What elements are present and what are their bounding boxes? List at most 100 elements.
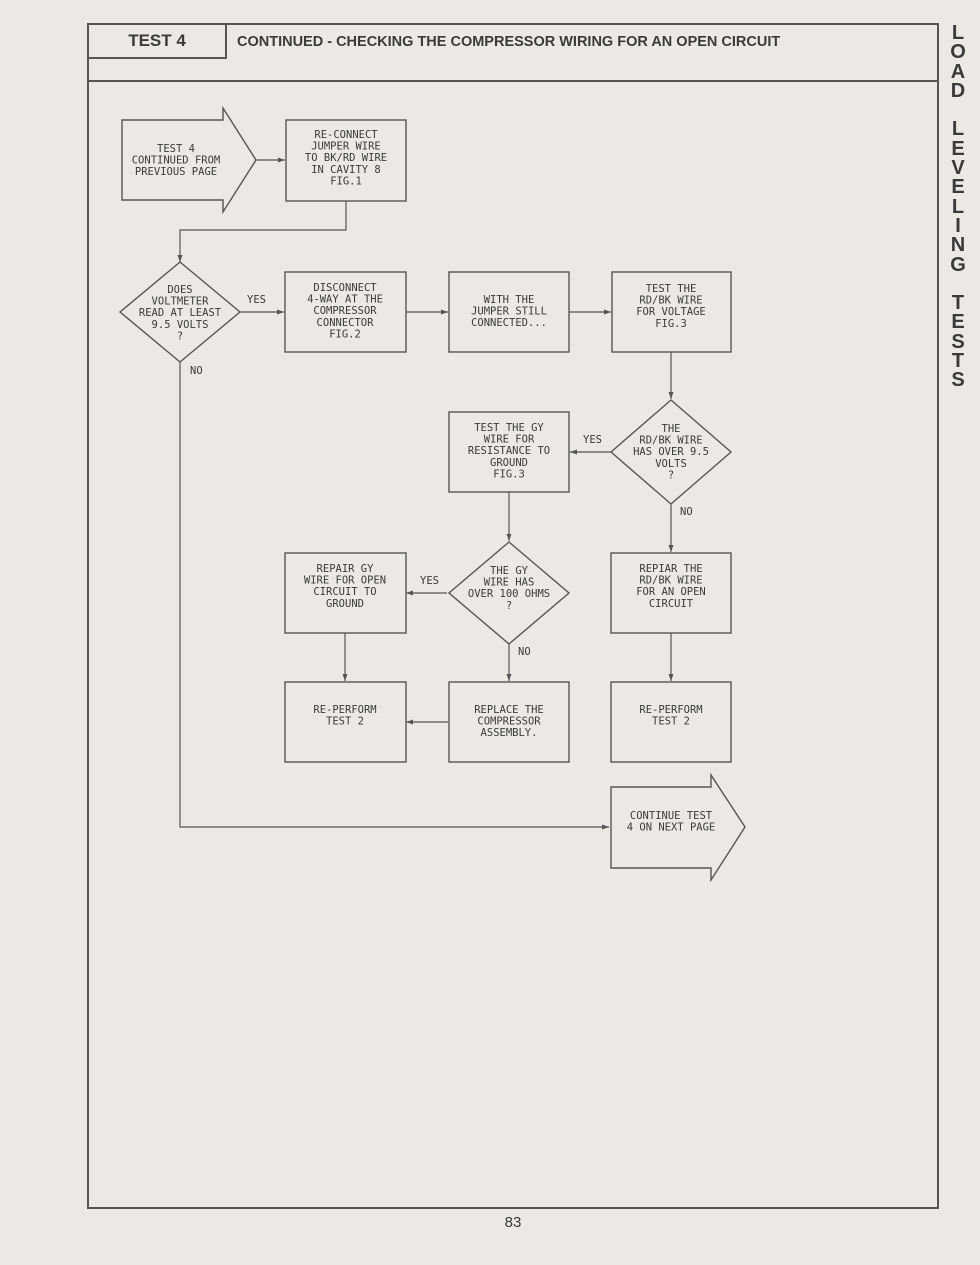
side-tab-letter: V [951,157,965,180]
shapes [118,105,746,883]
label-line: CIRCUIT [649,598,694,610]
repair-gy-box [284,552,407,634]
label-line: FIG.2 [329,328,361,340]
label-line: TEST 4 [157,143,195,155]
label-line: ASSEMBLY. [481,727,538,739]
side-tab-letter: A [950,60,966,83]
side-tab-letter: E [951,137,965,160]
side-tab-letter: N [950,234,966,257]
no-label-gy: NO [518,646,531,658]
side-tab-letter: D [950,79,966,102]
label-line: PREVIOUS PAGE [135,166,217,178]
label-line: 4 ON NEXT PAGE [627,822,716,834]
side-tab-letter: T [951,292,965,315]
yes-label-gy: YES [420,575,439,587]
label-line: FOR VOLTAGE [636,306,706,318]
label-line: FOR AN OPEN [636,586,706,598]
label-line: WITH THE [484,294,535,306]
label-line: JUMPER STILL [471,306,547,318]
side-tab-letter: L [951,22,965,44]
label-line: WIRE FOR OPEN [304,575,386,587]
side-tab-letter: S [951,369,965,392]
label-line: THE GY [490,565,529,577]
label-line: VOLTMETER [152,296,210,308]
repiar-rdbk-box [610,552,732,634]
label-line: IN CAVITY 8 [311,164,381,176]
start-arrow-shape [121,105,257,215]
label-line: TEST THE GY [474,422,544,434]
replace-compressor-box [448,681,570,763]
yes-label-rdbk: YES [583,434,602,446]
side-tab-letter: I [955,214,961,237]
label-line: TEST THE [646,283,697,295]
label-line: CONTINUE TEST [630,810,713,822]
side-tab-letter: E [951,176,965,199]
page-frame: TEST 4 CONTINUED - CHECKING THE COMPRESS… [87,23,939,1209]
label-line: CIRCUIT TO [313,586,376,598]
disconnect-box [284,271,407,353]
reperform-left-box [284,681,407,763]
label-line: RE-PERFORM [313,704,376,716]
rdbk-decision [609,399,733,505]
label-line: COMPRESSOR [477,716,541,728]
label-line: WIRE HAS [484,577,535,589]
label-line: GROUND [490,457,528,469]
label-line: REPAIR GY [317,563,375,575]
label-line: RD/BK WIRE [639,435,702,447]
page-number: 83 [504,1214,522,1231]
jumper-box [448,271,570,353]
label-line: RE-CONNECT [314,129,378,141]
voltmeter-decision [118,261,242,363]
arrow-reconnect-to-question [177,201,347,262]
label-line: FIG.3 [655,318,687,330]
gy-decision [447,541,571,645]
label-line: CONNECTED... [471,317,547,329]
label-line: CONNECTOR [317,317,375,329]
label-line: ? [177,330,183,342]
label-line: READ AT LEAST [139,307,222,319]
label-line: FIG.1 [330,175,362,187]
label-line: GROUND [326,598,364,610]
label-line: VOLTS [655,458,687,470]
side-tab-letter: L [951,195,965,218]
label-line: ? [506,600,512,612]
label-line: RE-PERFORM [639,704,702,716]
label-line: TEST 2 [326,716,364,728]
label-line: REPIAR THE [639,563,702,575]
label-line: REPLACE THE [474,704,544,716]
side-tab-letter: S [951,330,965,353]
label-line: RD/BK WIRE [639,575,702,587]
side-tab-letter: O [950,41,966,64]
side-tab-letter: L [951,118,965,141]
label-line: 9.5 VOLTS [152,319,209,331]
header-row: TEST 4 CONTINUED - CHECKING THE COMPRESS… [89,25,937,82]
label-line: DOES [167,284,192,296]
label-line: RD/BK WIRE [639,295,702,307]
label-line: RESISTANCE TO [468,445,550,457]
label-line: TEST 2 [652,716,690,728]
connectors [177,157,674,830]
continue-arrow-shape [610,772,746,883]
label-line: CONTINUED FROM [132,155,221,167]
side-tab-letter: E [951,311,965,334]
side-tab-letter: T [951,350,965,373]
yes-label-voltmeter: YES [247,294,266,306]
test-gy-box [448,411,570,493]
label-line: FIG.3 [493,468,525,480]
label-line: JUMPER WIRE [311,141,381,153]
